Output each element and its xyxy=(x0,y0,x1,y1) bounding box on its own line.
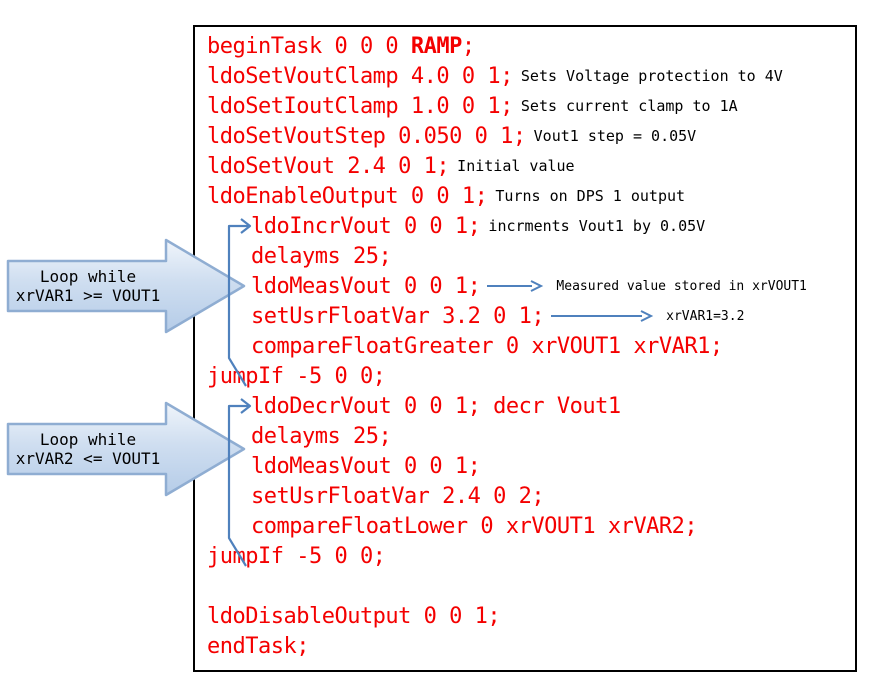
code-segment: ; xyxy=(461,33,475,59)
code-segment: endTask; xyxy=(207,633,309,659)
code-text: beginTask 0 0 0 RAMP; xyxy=(207,34,475,59)
code-text: ldoSetVout 2.4 0 1; xyxy=(207,153,450,179)
loop1-label-text: Loop while xrVAR1 >= VOUT1 xyxy=(8,267,168,305)
code-line xyxy=(207,571,855,601)
script-listing-box: beginTask 0 0 0 RAMP; ldoSetVoutClamp 4.… xyxy=(193,25,857,672)
block-arrow-icon xyxy=(6,238,246,334)
loop2-label-arrow: Loop while xrVAR2 <= VOUT1 xyxy=(6,397,252,501)
code-text: ldoSetVoutStep 0.050 0 1; xyxy=(207,124,526,149)
comment-text: Initial value xyxy=(457,157,575,175)
code-line: jumpIf -5 0 0; xyxy=(207,541,855,571)
callout-line: Loop while xyxy=(39,267,137,286)
code-line: setUsrFloatVar 3.2 0 1; xrVAR1=3.2 xyxy=(207,301,855,331)
loop-back-arrow-2 xyxy=(227,398,252,567)
code-line: ldoMeasVout 0 0 1; xyxy=(207,451,855,481)
callout-line: xrVAR1 >= VOUT1 xyxy=(15,286,161,305)
code-segment: ldoMeasVout 0 0 1; xyxy=(251,273,481,299)
loop2-label-text: Loop while xrVAR2 <= VOUT1 xyxy=(8,430,168,468)
code-segment: ldoEnableOutput 0 0 1; xyxy=(207,183,488,209)
code-line: ldoIncrVout 0 0 1; incrments Vout1 by 0.… xyxy=(207,211,855,241)
code-text: ldoSetVoutClamp 4.0 0 1; xyxy=(207,64,513,89)
code-lines: beginTask 0 0 0 RAMP; ldoSetVoutClamp 4.… xyxy=(195,27,855,661)
loop-back-arrow-1 xyxy=(227,218,252,387)
comment-text: incrments Vout1 by 0.05V xyxy=(488,217,706,235)
code-line: setUsrFloatVar 2.4 0 2; xyxy=(207,481,855,511)
code-segment: ldoDecrVout 0 0 1; decr Vout1 xyxy=(251,393,621,419)
comment-text: Vout1 step = 0.05V xyxy=(533,127,697,145)
code-segment: ldoSetIoutClamp 1.0 0 1; xyxy=(207,93,513,119)
code-line: ldoSetVout 2.4 0 1; Initial value xyxy=(207,151,855,181)
annotation-pointer-arrow-icon xyxy=(550,309,654,323)
loop1-label-arrow: Loop while xrVAR1 >= VOUT1 xyxy=(6,234,252,338)
code-text: jumpIf -5 0 0; xyxy=(207,363,386,389)
code-segment: ldoSetVoutClamp 4.0 0 1; xyxy=(207,63,513,89)
comment-text: Sets current clamp to 1A xyxy=(520,97,738,115)
code-line: delayms 25; xyxy=(207,241,855,271)
code-text: ldoSetIoutClamp 1.0 0 1; xyxy=(207,94,513,119)
code-segment: setUsrFloatVar 3.2 0 1; xyxy=(251,303,545,329)
code-line: ldoDecrVout 0 0 1; decr Vout1 xyxy=(207,391,855,421)
code-text: setUsrFloatVar 2.4 0 2; xyxy=(251,483,545,509)
code-text: setUsrFloatVar 3.2 0 1; xyxy=(251,303,545,329)
code-line: ldoSetVoutClamp 4.0 0 1; Sets Voltage pr… xyxy=(207,61,855,91)
code-line: ldoEnableOutput 0 0 1; Turns on DPS 1 ou… xyxy=(207,181,855,211)
code-segment: compareFloatLower 0 xrVOUT1 xrVAR2; xyxy=(251,513,698,539)
comment-text: Sets Voltage protection to 4V xyxy=(520,67,783,85)
code-segment: ldoMeasVout 0 0 1; xyxy=(251,453,481,479)
comment-text: xrVAR1=3.2 xyxy=(666,308,745,324)
code-line: ldoMeasVout 0 0 1; Measured value stored… xyxy=(207,271,855,301)
code-segment: jumpIf -5 0 0; xyxy=(207,363,386,389)
code-text: endTask; xyxy=(207,634,309,659)
code-keyword-bold: RAMP xyxy=(410,33,462,59)
code-line: endTask; xyxy=(207,631,855,661)
code-text: compareFloatGreater 0 xrVOUT1 xrVAR1; xyxy=(251,334,723,359)
code-text: ldoDisableOutput 0 0 1; xyxy=(207,603,501,629)
code-text: ldoEnableOutput 0 0 1; xyxy=(207,183,488,209)
code-line: jumpIf -5 0 0; xyxy=(207,361,855,391)
code-segment: jumpIf -5 0 0; xyxy=(207,543,386,569)
code-segment: ldoSetVout 2.4 0 1; xyxy=(207,153,450,179)
code-text: ldoDecrVout 0 0 1; decr Vout1 xyxy=(251,394,621,419)
code-segment: setUsrFloatVar 2.4 0 2; xyxy=(251,483,545,509)
annotation-pointer-arrow-icon xyxy=(486,279,544,293)
comment-text: Measured value stored in xrVOUT1 xyxy=(556,278,807,294)
code-line: compareFloatLower 0 xrVOUT1 xrVAR2; xyxy=(207,511,855,541)
block-arrow-icon xyxy=(6,401,246,497)
code-line: ldoSetVoutStep 0.050 0 1; Vout1 step = 0… xyxy=(207,121,855,151)
code-segment: delayms 25; xyxy=(251,423,392,449)
code-text: ldoMeasVout 0 0 1; xyxy=(251,453,481,479)
code-text: compareFloatLower 0 xrVOUT1 xrVAR2; xyxy=(251,513,698,539)
callout-line: xrVAR2 <= VOUT1 xyxy=(15,449,161,468)
code-text: delayms 25; xyxy=(251,243,392,269)
code-text: ldoIncrVout 0 0 1; xyxy=(251,213,481,239)
code-line: compareFloatGreater 0 xrVOUT1 xrVAR1; xyxy=(207,331,855,361)
code-segment: beginTask 0 0 0 xyxy=(207,33,411,59)
code-text: delayms 25; xyxy=(251,423,392,449)
code-text: ldoMeasVout 0 0 1; xyxy=(251,273,481,299)
code-segment: ldoIncrVout 0 0 1; xyxy=(251,213,481,239)
code-line: delayms 25; xyxy=(207,421,855,451)
code-line: ldoDisableOutput 0 0 1; xyxy=(207,601,855,631)
code-segment: ldoSetVoutStep 0.050 0 1; xyxy=(207,123,526,149)
callout-line: Loop while xyxy=(39,430,137,449)
code-line: beginTask 0 0 0 RAMP; xyxy=(207,31,855,61)
code-line: ldoSetIoutClamp 1.0 0 1; Sets current cl… xyxy=(207,91,855,121)
code-segment: ldoDisableOutput 0 0 1; xyxy=(207,603,501,629)
code-segment: compareFloatGreater 0 xrVOUT1 xrVAR1; xyxy=(251,333,723,359)
comment-text: Turns on DPS 1 output xyxy=(495,187,686,205)
code-segment: delayms 25; xyxy=(251,243,392,269)
code-text: jumpIf -5 0 0; xyxy=(207,543,386,569)
